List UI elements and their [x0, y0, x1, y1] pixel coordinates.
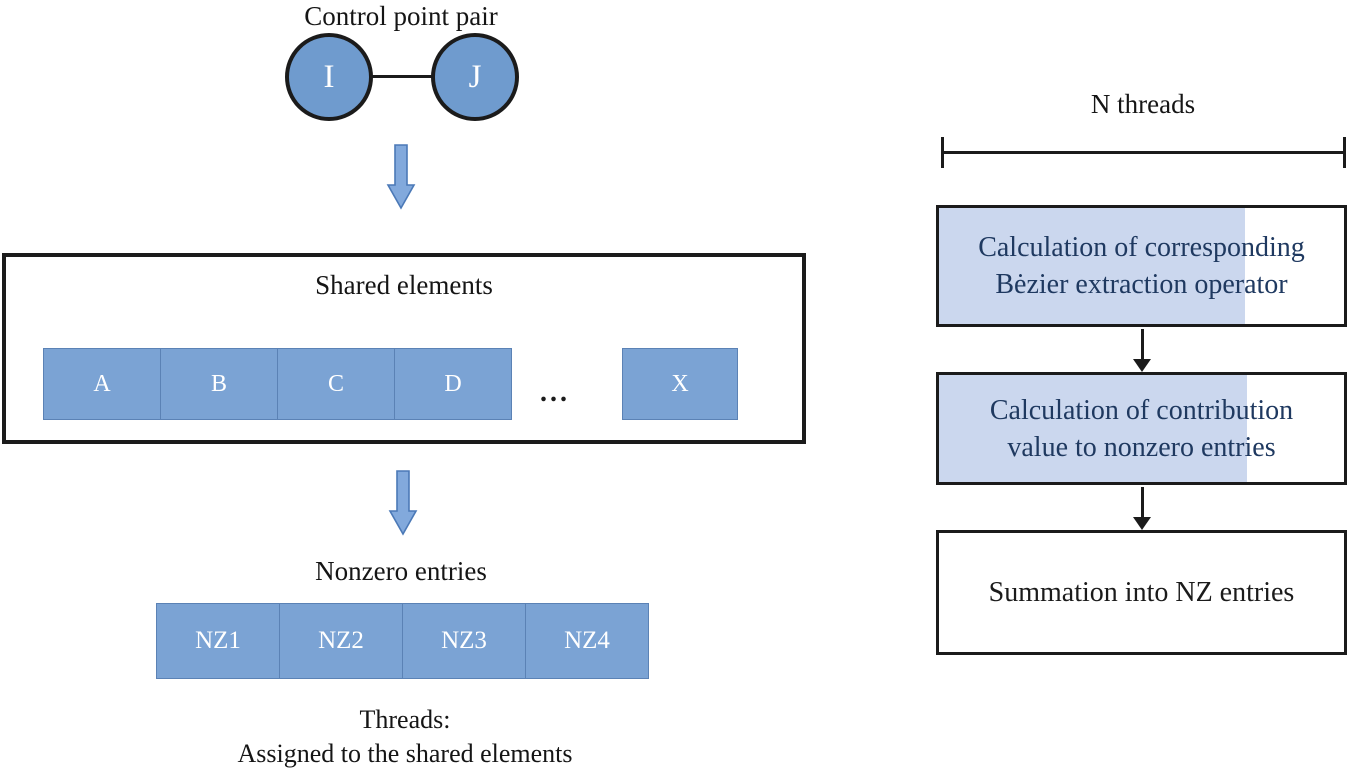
element-d-label: D	[444, 370, 462, 397]
nonzero-entries-row: NZ1 NZ2 NZ3 NZ4	[156, 603, 649, 679]
element-b-label: B	[210, 370, 227, 397]
flow-arrow-icon	[1133, 487, 1151, 530]
control-point-node-i: I	[285, 33, 373, 121]
element-box-x: X	[622, 348, 738, 420]
control-point-node-j: J	[431, 33, 519, 121]
nz4-label: NZ4	[564, 627, 610, 654]
element-c-label: C	[327, 370, 344, 397]
shared-elements-title: Shared elements	[315, 270, 493, 300]
element-box-c: C	[277, 348, 395, 420]
step-3-line1: Summation into NZ entries	[988, 577, 1295, 608]
nz-box-3: NZ3	[402, 603, 526, 679]
step-box-summation: Summation into NZ entries	[936, 530, 1347, 655]
element-box-d: D	[394, 348, 512, 420]
n-threads-bracket	[941, 137, 1346, 168]
n-threads-label: N threads	[1090, 89, 1196, 119]
nz-box-1: NZ1	[156, 603, 280, 679]
step-1-line2: Bėzier extraction operator	[995, 269, 1288, 300]
element-box-b: B	[160, 348, 278, 420]
step-box-bezier-extraction: Calculation of corresponding Bėzier extr…	[936, 205, 1347, 327]
element-x-label: X	[671, 370, 689, 397]
threads-caption-line2: Assigned to the shared elements	[237, 739, 573, 768]
node-i-label: I	[323, 58, 335, 95]
nonzero-entries-title: Nonzero entries	[315, 556, 487, 586]
down-arrow-icon	[388, 470, 418, 536]
nz-box-2: NZ2	[279, 603, 403, 679]
bracket-right-tick	[1343, 137, 1346, 168]
nz3-label: NZ3	[441, 627, 487, 654]
step-2-line1: Calculation of contribution	[989, 394, 1294, 426]
bracket-left-tick	[941, 137, 944, 168]
step-2-line2: value to nonzero entries	[1007, 431, 1276, 463]
flow-arrow-icon	[1133, 329, 1151, 372]
nz2-label: NZ2	[318, 627, 364, 654]
step-box-contribution-value: Calculation of contribution value to non…	[936, 372, 1347, 485]
threads-caption-line1: Threads:	[359, 705, 451, 734]
control-point-pair-title: Control point pair	[304, 1, 498, 31]
element-box-a: A	[43, 348, 161, 420]
nz-box-4: NZ4	[525, 603, 649, 679]
step-1-line1: Calculation of corresponding	[978, 232, 1305, 263]
elements-ellipsis: ...	[540, 377, 570, 408]
shared-elements-row: A B C D	[43, 348, 512, 420]
node-j-label: J	[468, 58, 482, 95]
element-a-label: A	[93, 370, 111, 397]
step-1-highlight	[939, 208, 1245, 324]
down-arrow-icon	[386, 144, 416, 210]
node-connector-line	[371, 75, 433, 78]
nz1-label: NZ1	[195, 627, 241, 654]
step-2-highlight	[939, 375, 1247, 482]
